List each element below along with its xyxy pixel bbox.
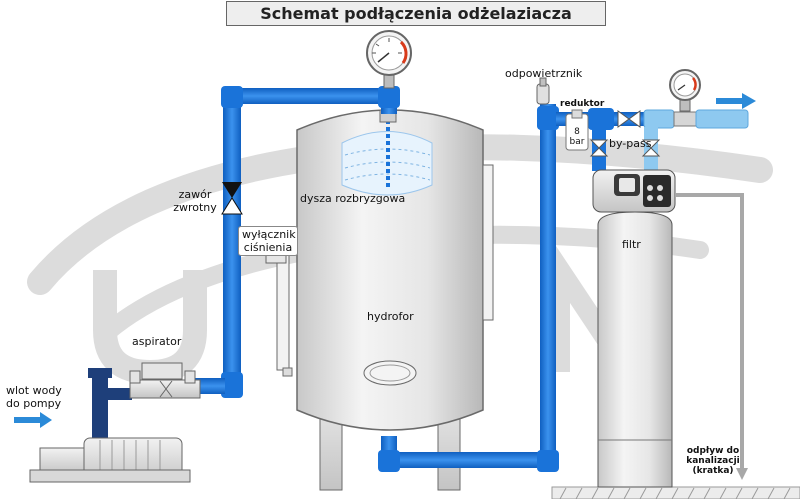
- pump: [29, 437, 191, 483]
- spray-nozzle: [341, 109, 433, 196]
- check-valve-label: zawór zwrotny: [170, 188, 220, 214]
- pressure-switch-label-line-1: wyłącznik: [242, 228, 296, 241]
- inlet-label: wlot wody do pompy: [6, 384, 62, 410]
- pressure-gauge-outlet: [669, 69, 701, 112]
- aspirator-assembly: [129, 362, 201, 399]
- drain-label-line-3: (kratka): [692, 466, 734, 476]
- aspirator-label: aspirator: [132, 335, 182, 348]
- inlet-arrow: [14, 412, 52, 428]
- pressure-switch-label: wyłącznik ciśnienia: [238, 226, 298, 256]
- filter-label: filtr: [622, 238, 641, 251]
- inlet-label-line-2: do pompy: [6, 397, 62, 410]
- check-valve-label-line-1: zawór: [178, 188, 212, 201]
- check-valve-label-line-2: zwrotny: [173, 201, 217, 214]
- drain-label-line-1: odpływ do: [686, 446, 740, 456]
- hydrofor-tank: [276, 109, 494, 491]
- drain-label-line-2: kanalizacji: [686, 456, 740, 466]
- bypass-label: by-pass: [609, 137, 652, 150]
- inlet-label-line-1: wlot wody: [6, 384, 62, 397]
- outlet-arrow: [716, 93, 756, 109]
- check-valve: [221, 182, 243, 215]
- pressure-gauge-tank: [366, 30, 412, 89]
- pressure-reducer: [565, 109, 589, 151]
- reducer-setting-value: 8: [574, 127, 580, 137]
- drain-label: odpływ do kanalizacji (kratka): [684, 446, 742, 476]
- diagram-title: Schemat podłączenia odżelaziacza: [226, 1, 606, 26]
- spray-nozzle-label: dysza rozbryzgowa: [300, 192, 406, 205]
- reducer-label: reduktor: [560, 99, 605, 109]
- filter-unit: [592, 169, 676, 488]
- reducer-setting: 8 bar: [566, 127, 588, 147]
- reducer-setting-unit: bar: [569, 137, 585, 147]
- air-vent-label: odpowietrznik: [505, 67, 583, 80]
- drain-line: [675, 193, 748, 480]
- floor: [551, 486, 800, 499]
- hydrofor-label: hydrofor: [367, 310, 414, 323]
- pressure-switch-label-line-2: ciśnienia: [243, 241, 293, 254]
- air-vent: [536, 77, 550, 105]
- bypass-valves: [589, 110, 661, 157]
